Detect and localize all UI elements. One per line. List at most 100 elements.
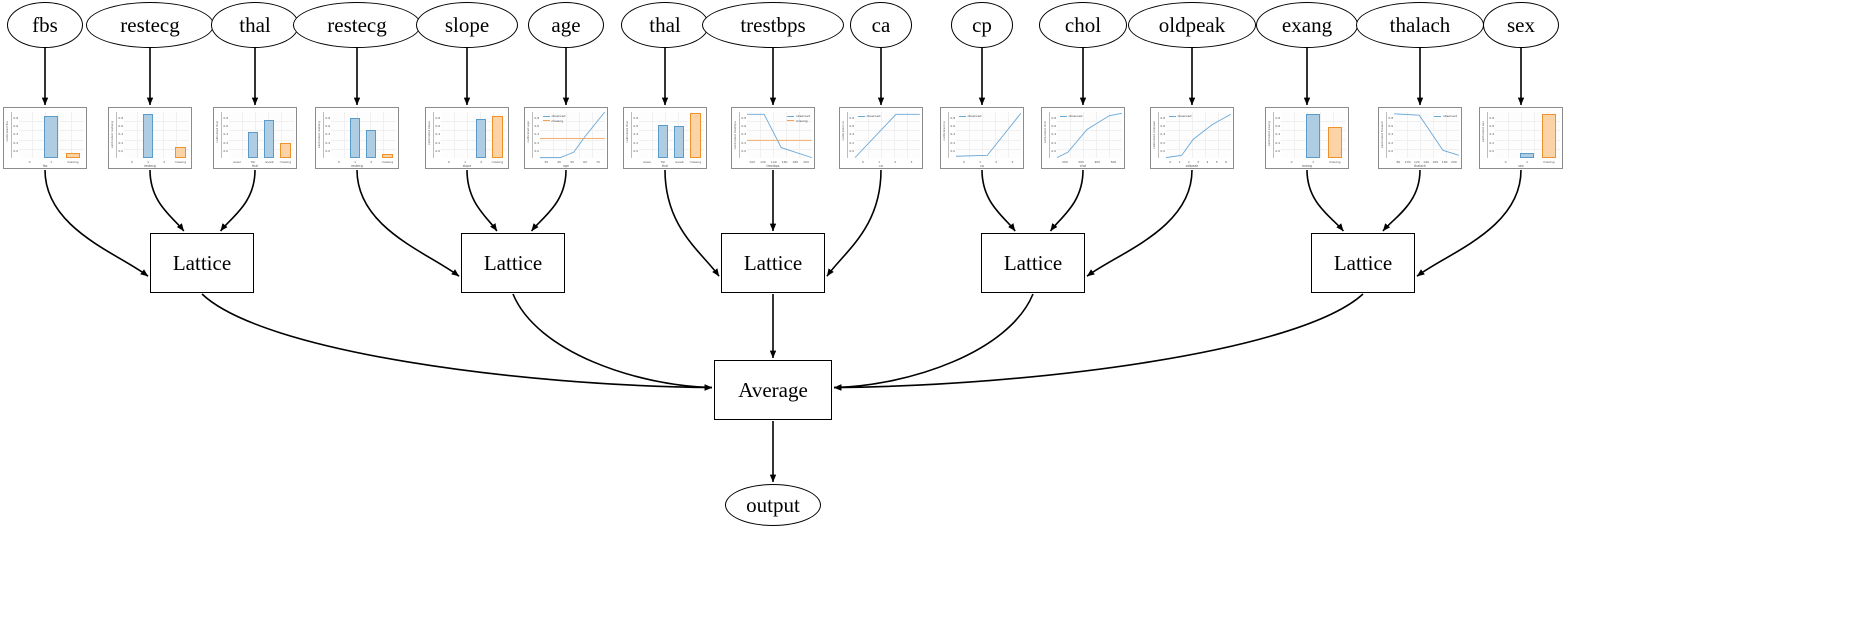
grid-line [1293,112,1295,158]
grid-line [539,121,605,123]
lattice-node-3[interactable]: Lattice [981,233,1085,293]
input-node-ca[interactable]: ca [849,2,913,48]
grid-line [854,121,920,123]
x-tick-label: 200 [1451,160,1457,165]
input-node-restecg[interactable]: restecg [85,2,215,48]
edge [201,293,713,391]
input-node-label: cp [972,12,992,37]
y-tick-label: 0.0 [950,149,956,154]
input-node-fbs[interactable]: fbs [7,2,83,48]
average-node[interactable]: Average [714,360,832,420]
edge [149,169,185,232]
grid-line [466,112,468,158]
y-axis [1386,112,1388,158]
x-tick-label: missing [381,160,394,165]
input-node-label: thal [649,12,681,37]
lattice-node-label: Lattice [1333,250,1393,275]
edge [356,169,460,277]
grid-line [330,130,396,132]
x-tick-label: 1 [1178,160,1181,165]
lattice-node-0[interactable]: Lattice [150,233,254,293]
grid-line [1419,112,1421,158]
lattice-node-2[interactable]: Lattice [721,233,825,293]
input-node-trestbps[interactable]: trestbps [702,2,844,48]
grid-line [1319,112,1321,158]
lattice-node-4[interactable]: Lattice [1311,233,1415,293]
calibrator-series-observed [1057,114,1122,158]
x-tick-label: 30 [544,160,549,165]
chart-legend: observed [858,114,880,119]
y-tick-label: 0.8 [13,115,19,120]
input-node-restecg[interactable]: restecg [292,2,422,48]
calibrator-plot-area [1494,112,1560,158]
edge [826,169,882,277]
input-node-age[interactable]: age [528,2,604,48]
y-tick-label: 0.2 [1160,140,1166,145]
calibrator-series-observed [1394,114,1459,156]
output-node[interactable]: output [725,484,821,526]
x-tick-label: 180 [1441,160,1448,165]
y-tick-label: 0.6 [1160,124,1166,129]
input-node-exang[interactable]: exang [1256,2,1358,48]
calibrator-bar [44,115,59,158]
y-tick-label: 0.8 [950,115,956,120]
input-node-slope[interactable]: slope [416,2,518,48]
input-node-thal[interactable]: thal [620,2,710,48]
x-tick-label: 160 [1432,160,1439,165]
input-node-thalach[interactable]: thalach [1355,2,1485,48]
y-tick-label: 0.4 [435,132,441,137]
input-node-cp[interactable]: cp [950,2,1014,48]
y-tick-label: 0.8 [633,115,639,120]
grid-line [228,121,294,123]
grid-line [382,112,384,158]
x-tick-label: 2 [370,160,373,165]
x-tick-label: 300 [1078,160,1084,165]
chart-legend: observed [1434,114,1457,119]
x-tick-label: 200 [1061,160,1068,165]
grid-line [955,121,1021,123]
y-axis-label: calibrated chol [1042,121,1047,144]
grid-line [638,139,704,141]
input-node-chol[interactable]: chol [1038,2,1128,48]
legend-swatch [543,115,551,117]
input-node-sex[interactable]: sex [1483,2,1559,48]
y-axis-label: calibrated ca [840,121,845,141]
grid-line [854,139,920,141]
grid-line [123,139,189,141]
x-tick-label: missing [1328,160,1341,165]
lattice-node-1[interactable]: Lattice [461,233,565,293]
y-axis-label: calibrated oldpeak [1151,121,1156,150]
x-axis-label: cp [980,163,984,168]
grid-line [1095,112,1097,158]
y-axis [1273,112,1275,158]
legend-entry: missing [787,119,809,124]
x-tick-label: 100 [749,160,756,165]
x-tick-label: 0 [1290,160,1293,165]
input-node-oldpeak[interactable]: oldpeak [1127,2,1257,48]
y-axis-label: calibrated thal [624,121,629,143]
input-node-thal[interactable]: thal [210,2,300,48]
x-tick-label: 140 [1423,160,1430,165]
y-axis-label: calibrated restecg [316,121,321,149]
grid-line [552,112,554,158]
input-node-label: age [551,12,581,37]
y-tick-label: 0.4 [1275,132,1281,137]
x-tick-label: 2 [1187,160,1190,165]
